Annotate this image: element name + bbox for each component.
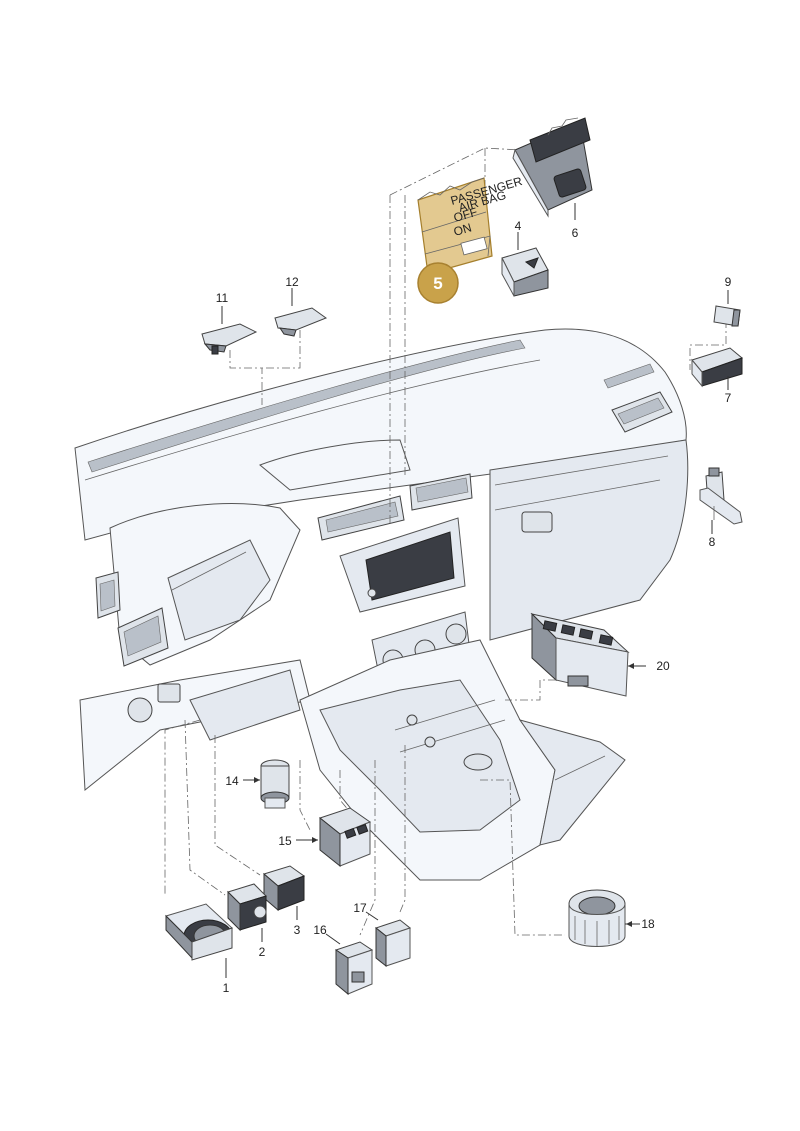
part-label-6: 6 bbox=[572, 226, 579, 240]
part-label-7: 7 bbox=[725, 391, 732, 405]
part-label-20: 20 bbox=[656, 659, 670, 673]
part-14-start-button bbox=[243, 759, 290, 809]
part-3-switch bbox=[262, 865, 306, 920]
part-label-1: 1 bbox=[223, 981, 230, 995]
part-number-badge-label: 5 bbox=[433, 274, 442, 293]
part-8-sensor bbox=[699, 467, 743, 534]
part-2-switch bbox=[227, 883, 267, 942]
part-labels: 1 2 3 4 6 7 8 9 11 12 14 15 16 17 18 20 bbox=[216, 219, 732, 995]
part-label-18: 18 bbox=[641, 917, 655, 931]
part-20-switch-block bbox=[530, 612, 646, 697]
part-number-badge bbox=[417, 262, 459, 304]
part-7-module bbox=[691, 347, 743, 390]
part-label-2: 2 bbox=[259, 945, 266, 959]
part-6-bezel bbox=[512, 117, 593, 220]
part-label-11: 11 bbox=[216, 291, 229, 305]
dashboard bbox=[74, 328, 689, 881]
panel-text-on: ON bbox=[452, 220, 473, 238]
part-label-16: 16 bbox=[313, 923, 327, 937]
part-18-rotary-knob bbox=[568, 889, 640, 947]
part-17-button bbox=[365, 911, 412, 968]
panel-text-off: OFF bbox=[452, 205, 479, 225]
part-16-button bbox=[325, 933, 374, 996]
part-label-12: 12 bbox=[285, 275, 299, 289]
part-label-8: 8 bbox=[709, 535, 716, 549]
part-label-3: 3 bbox=[294, 923, 301, 937]
part-label-15: 15 bbox=[278, 834, 292, 848]
part-9-small-cover bbox=[713, 290, 741, 327]
part-4-switch bbox=[501, 232, 549, 297]
part-1-light-switch bbox=[165, 903, 233, 978]
part-label-9: 9 bbox=[725, 275, 732, 289]
part-label-14: 14 bbox=[225, 774, 239, 788]
part-label-17: 17 bbox=[353, 901, 367, 915]
part-15-switch-unit bbox=[296, 807, 372, 868]
part-12-trim-cover bbox=[274, 288, 328, 337]
part-11-trim-cover bbox=[201, 306, 258, 355]
part-label-4: 4 bbox=[515, 219, 522, 233]
